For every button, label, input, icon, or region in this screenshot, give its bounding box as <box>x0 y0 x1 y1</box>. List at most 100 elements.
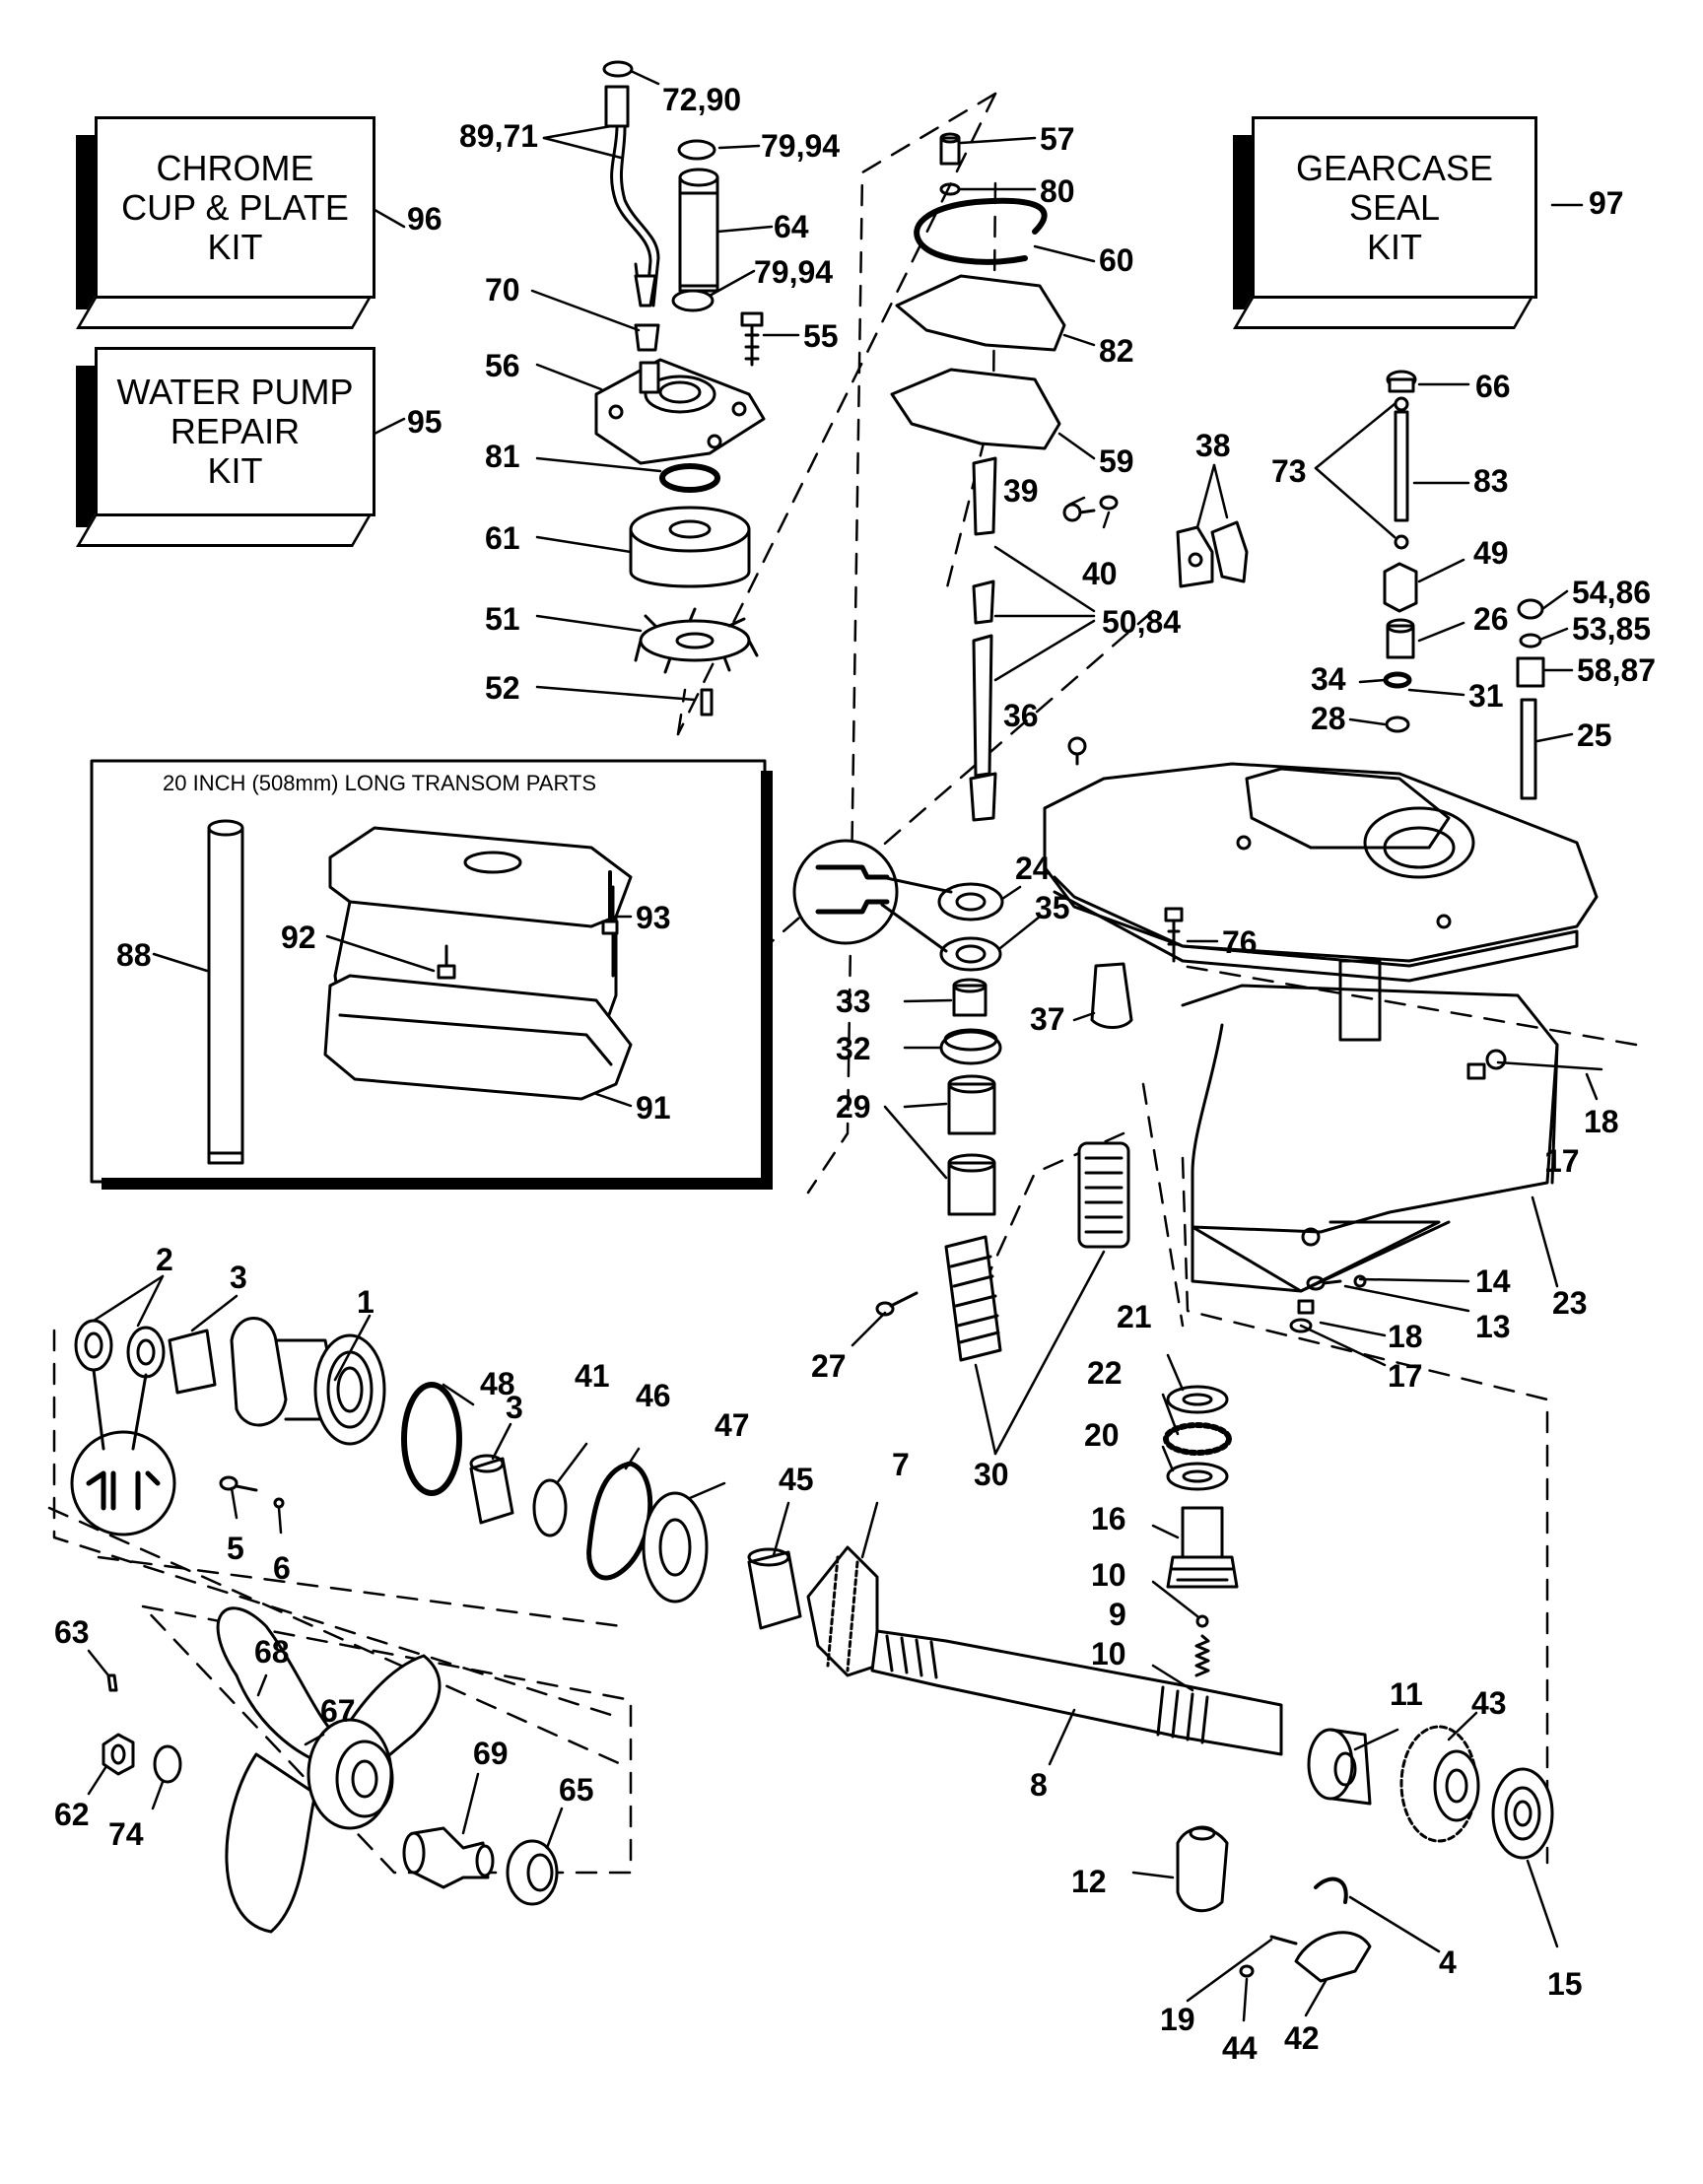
impeller-cup-61 <box>629 506 751 588</box>
shift-cradle-12 <box>1176 1825 1229 1913</box>
part-label: 40 <box>1082 556 1118 591</box>
part-label: 49 <box>1473 535 1509 571</box>
part-label: 56 <box>485 348 520 383</box>
part-label: 96 <box>407 201 443 237</box>
part-label: 63 <box>54 1614 90 1650</box>
part-label: 12 <box>1071 1864 1107 1899</box>
part-label: 28 <box>1311 701 1346 736</box>
cotter-pin-63 <box>106 1673 118 1692</box>
part-label: 25 <box>1577 717 1612 753</box>
bearing-carrier-parts <box>74 1317 386 1446</box>
box-shadow <box>76 366 98 527</box>
tube-88 <box>207 819 244 1165</box>
part-label: 43 <box>1471 1685 1507 1721</box>
plate-82 <box>895 274 1066 352</box>
bearings-stack <box>937 882 1004 1216</box>
cap-57 <box>939 132 961 166</box>
part-label: 39 <box>1003 473 1039 509</box>
part-label: 16 <box>1091 1501 1126 1536</box>
part-label: 76 <box>1222 924 1258 960</box>
part-label: 83 <box>1473 463 1509 499</box>
washer-41 <box>532 1478 568 1537</box>
part-label: 48 <box>480 1366 515 1401</box>
gearcase-kit-label: GEARCASE SEAL KIT <box>1295 147 1494 267</box>
clutch-dog-11 <box>1307 1728 1372 1806</box>
washer-40 <box>1099 495 1119 511</box>
plug-37 <box>1090 962 1133 1029</box>
screw-36 <box>1067 736 1087 766</box>
plates-38 <box>1176 520 1249 588</box>
part-label: 82 <box>1099 333 1134 369</box>
seal-detail-callout <box>792 839 953 953</box>
part-label: 30 <box>974 1457 1009 1492</box>
key-52 <box>700 688 714 717</box>
forward-gear-7 <box>806 1545 879 1677</box>
part-label: 80 <box>1040 173 1075 209</box>
part-label: 11 <box>1390 1676 1423 1712</box>
part-label: 37 <box>1030 1001 1065 1037</box>
part-label: 72,90 <box>662 82 742 117</box>
shift-rod-parts <box>1383 370 1418 733</box>
water-pump-repair-kit-box: WATER PUMP REPAIR KIT <box>76 347 375 547</box>
part-label: 64 <box>774 209 809 244</box>
gearcase-seal-kit-box: GEARCASE SEAL KIT <box>1233 116 1537 329</box>
thrust-washer-47 <box>642 1491 709 1604</box>
part-label: 79,94 <box>761 128 841 164</box>
part-label: 54,86 <box>1572 575 1652 610</box>
part-label: 50,84 <box>1102 604 1182 640</box>
thrust-hub-65 <box>506 1839 559 1906</box>
part-label: 55 <box>803 318 839 354</box>
part-label: 60 <box>1099 242 1134 278</box>
water-pump-kit-label: WATER PUMP REPAIR KIT <box>116 372 354 491</box>
part-label: 67 <box>320 1693 356 1729</box>
part-label: 31 <box>1468 678 1504 714</box>
stud-93 <box>601 870 619 935</box>
part-label: 17 <box>1544 1143 1580 1179</box>
part-label: 58,87 <box>1577 652 1657 688</box>
screw-55 <box>740 311 764 367</box>
part-label: 27 <box>811 1348 847 1384</box>
part-label: 89,71 <box>459 118 539 154</box>
part-label: 59 <box>1099 444 1134 479</box>
part-label: 3 <box>230 1260 247 1295</box>
screw-27 <box>875 1291 919 1317</box>
pump-housing-56 <box>594 358 766 465</box>
plug-washer-right <box>1466 1049 1507 1080</box>
part-label: 36 <box>1003 698 1039 733</box>
pinion-gear-16 <box>1166 1506 1239 1589</box>
part-label: 53,85 <box>1572 611 1652 647</box>
water-screens-30 <box>944 1141 1130 1362</box>
propeller-68 <box>216 1606 442 1934</box>
part-label: 74 <box>108 1816 144 1852</box>
retaining-ring-46 <box>586 1461 653 1581</box>
part-label: 62 <box>54 1797 90 1832</box>
part-label: 92 <box>281 920 316 955</box>
box-shadow <box>76 296 373 329</box>
part-label: 3 <box>506 1390 523 1425</box>
part-label: 46 <box>636 1378 671 1413</box>
part-label: 73 <box>1271 453 1307 489</box>
shift-lever-42 <box>1239 1877 1372 1983</box>
part-label: 14 <box>1475 1263 1511 1299</box>
part-label: 44 <box>1222 2030 1258 2066</box>
propeller-shaft-8 <box>870 1629 1283 1756</box>
part-label: 97 <box>1589 185 1624 221</box>
part-label: 17 <box>1388 1358 1423 1394</box>
prop-nut-62 <box>102 1733 135 1776</box>
part-label: 26 <box>1473 601 1509 637</box>
part-label: 23 <box>1552 1285 1588 1321</box>
part-label: 24 <box>1015 851 1051 886</box>
part-label: 7 <box>892 1447 910 1482</box>
part-label: 79,94 <box>754 254 834 290</box>
part-label: 2 <box>156 1242 173 1277</box>
box-shadow <box>76 135 98 309</box>
washer-6 <box>273 1497 285 1509</box>
box-shadow <box>76 513 373 547</box>
part-label: 18 <box>1584 1104 1619 1139</box>
part-label: 65 <box>559 1772 594 1808</box>
part-label: 10 <box>1091 1557 1126 1593</box>
part-label: 34 <box>1311 661 1346 697</box>
bearing-15 <box>1491 1767 1554 1860</box>
screw-5 <box>219 1475 258 1492</box>
extension-housing-91 <box>323 826 633 1101</box>
